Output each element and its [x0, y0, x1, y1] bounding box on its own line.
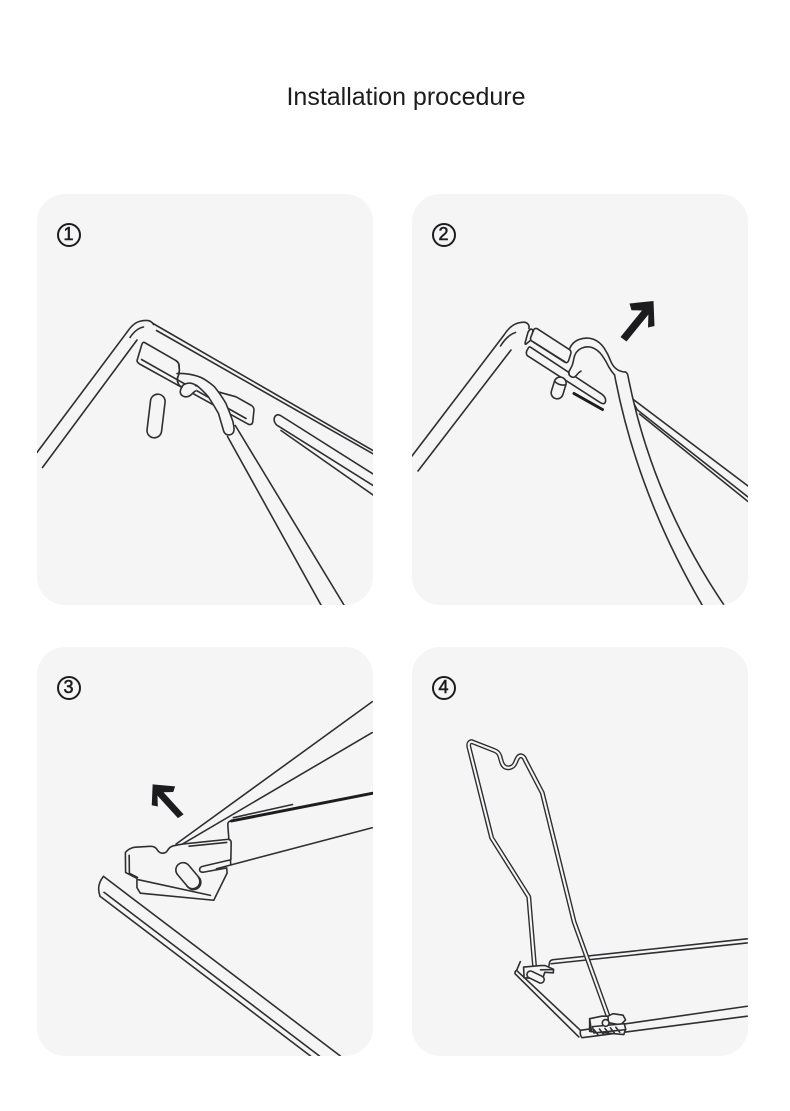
rail-bottom-edge: [99, 895, 312, 1056]
hatch-stroke: [604, 1027, 610, 1035]
illustration-step-4: [466, 739, 748, 1039]
hook-leg-fill: [568, 338, 725, 605]
step-number: 2: [438, 224, 449, 245]
strip-bottom-edge: [215, 826, 373, 870]
hook-band-fill: [177, 373, 235, 435]
left-bar-outer-edge: [37, 319, 155, 454]
leg-upper-edge: [175, 700, 373, 845]
top-bar-lower-edge: [155, 329, 373, 455]
illustration-step-2: [412, 301, 748, 605]
tray-front-corner: [579, 1029, 583, 1039]
illustration-step-3: [97, 700, 373, 1056]
step-panel-2: 2: [412, 194, 748, 605]
side-rail-capsule: [273, 414, 373, 487]
rail-top-edge: [102, 875, 342, 1056]
hatch-stroke: [598, 1028, 605, 1035]
tray-near-left-edge: [515, 969, 582, 1032]
step-panel-3: 3: [37, 647, 373, 1056]
step-number-badge: 3: [56, 675, 81, 700]
latch-plate: [525, 346, 607, 405]
wire-foot-ball: [601, 1018, 610, 1028]
bracket-fold-left: [128, 854, 139, 879]
bracket-slab: [529, 327, 572, 364]
leg-left-edge: [226, 435, 322, 605]
top-bar-upper-edge: [152, 322, 373, 452]
side-rail-line: [638, 413, 748, 503]
left-bar-face-line: [499, 331, 517, 347]
bracket-fold-bottom: [137, 878, 212, 897]
bracket-end-face: [524, 328, 534, 346]
hook-inner-edge: [179, 382, 225, 433]
plate-notch-edge: [174, 359, 183, 388]
rail-end-cap: [97, 875, 105, 898]
strip-top-stub: [232, 803, 294, 819]
hinge-tab-end-arc: [554, 380, 567, 386]
step-panel-1: 1: [37, 194, 373, 605]
step-number-badge: 1: [56, 222, 81, 247]
hinge-tab: [550, 376, 567, 400]
leg-strip-fill: [227, 425, 344, 605]
plate-edge-shadow: [572, 392, 604, 411]
step-number: 4: [438, 677, 449, 698]
leg-lower-edge: [177, 731, 373, 848]
bracket-top-edge-inner: [188, 841, 228, 848]
arrow-glyph: [620, 301, 655, 342]
illustration-step-1: [37, 319, 373, 605]
hatch-stroke: [615, 1026, 621, 1034]
left-bar-inner-edge: [41, 339, 138, 469]
hatch-stroke: [593, 1028, 599, 1036]
bracket-fold-line: [532, 341, 566, 363]
rail-inner-line: [103, 891, 321, 1056]
step-number-badge: 2: [431, 222, 456, 247]
wire-loop-inner: [467, 740, 611, 1021]
arrow-up-left-icon: [151, 784, 184, 819]
arrow-glyph: [151, 784, 184, 819]
hinge-pin: [146, 393, 166, 439]
left-bar-inner-edge: [417, 349, 512, 472]
front-bracket-clip: [588, 1017, 593, 1033]
pin-hatch: [593, 1026, 621, 1036]
pivot-pin-end-arc: [186, 876, 201, 890]
page-title: Installation procedure: [286, 83, 526, 111]
step-number: 1: [63, 224, 74, 245]
tray-near-left-lower: [514, 973, 580, 1038]
wall-bottom-edge: [550, 942, 748, 965]
left-bar-outer-edge: [412, 321, 530, 457]
leg-left-edge: [613, 374, 704, 605]
step-number-badge: 4: [431, 675, 456, 700]
hatch-stroke: [609, 1027, 616, 1034]
step-panel-4: 4: [412, 647, 748, 1056]
tray-near-lower-edge: [581, 1015, 748, 1039]
hook-outer-edge: [176, 372, 235, 436]
hook-inner-edge: [568, 346, 616, 379]
hook-outer-edge: [567, 337, 725, 605]
arrow-up-right-icon: [620, 301, 655, 342]
tray-left-corner-edge: [515, 960, 522, 972]
leg-right-edge: [234, 424, 345, 605]
side-rail-line: [280, 429, 373, 496]
step-number: 3: [63, 677, 74, 698]
peak-inner-arc: [129, 326, 145, 339]
strip-thick-edge: [229, 791, 373, 823]
left-hinge-pin: [526, 970, 546, 984]
